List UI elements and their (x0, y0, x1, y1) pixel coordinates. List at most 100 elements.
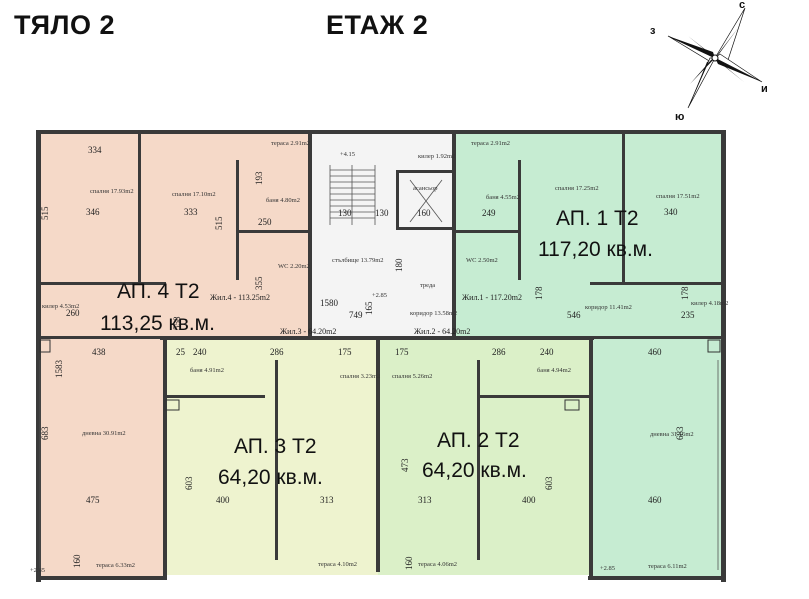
room-label: тераса 2.91m2 (471, 140, 510, 147)
dimension-label: 334 (88, 145, 102, 155)
room-label: WC 2.20m2 (278, 263, 310, 270)
dimension-label: 130 (375, 208, 389, 218)
room-label: спалня 5.26m2 (392, 373, 432, 380)
room-label: тераса 6.33m2 (96, 562, 135, 569)
walls (36, 130, 726, 582)
dimension-label: 250 (258, 217, 272, 227)
treda-label: треда (420, 282, 435, 289)
elevation-mark: +2.85 (30, 567, 45, 574)
dimension-labels: 334 346 333 515 515 250 193 355 260 438 … (40, 145, 695, 570)
dimension-label: 438 (92, 347, 106, 357)
dimension-label: 160 (417, 208, 431, 218)
dimension-label: 286 (492, 347, 506, 357)
ap1-title: АП. 1 Т2 (556, 207, 639, 230)
dimension-label: 313 (418, 495, 432, 505)
dimension-label: 1580 (320, 298, 339, 308)
zh4-label: Жил.4 - 113.25m2 (210, 293, 270, 302)
dimension-label: 235 (681, 310, 695, 320)
zh1-label: Жил.1 - 117.20m2 (462, 293, 522, 302)
elevation-mark: +4.15 (340, 151, 355, 158)
ap3-area-label: 64,20 кв.м. (218, 466, 323, 489)
compass-rose-icon: с з и ю (650, 0, 768, 123)
room-label: коридор 11.41m2 (585, 304, 632, 311)
dimension-label: 546 (567, 310, 581, 320)
dimension-label: 25 (176, 347, 186, 357)
dimension-label: 400 (216, 495, 230, 505)
dimension-label: 340 (664, 207, 678, 217)
ap3-title: АП. 3 Т2 (234, 435, 317, 458)
dimension-label: 558 (172, 316, 182, 330)
dimension-label: 180 (394, 258, 404, 272)
dimension-label: 160 (404, 556, 414, 570)
ap1-area (454, 132, 723, 578)
dimension-label: 165 (364, 301, 374, 315)
dimension-label: 683 (675, 426, 685, 440)
room-label: спалня 17.10m2 (172, 191, 216, 198)
dimension-label: 193 (254, 171, 264, 185)
room-label: тераса 4.10m2 (318, 561, 357, 568)
dimension-label: 286 (270, 347, 284, 357)
window-marks (39, 339, 721, 570)
floor-title: ЕТАЖ 2 (326, 10, 429, 40)
dimension-label: 603 (544, 476, 554, 490)
ap2-area-label: 64,20 кв.м. (422, 459, 527, 482)
compass-n: с (739, 0, 745, 11)
ap2-title: АП. 2 Т2 (437, 429, 520, 452)
stair-area (310, 132, 454, 338)
room-label: спалня 17.93m2 (90, 188, 134, 195)
dimension-label: 460 (648, 347, 662, 357)
compass-s: ю (675, 111, 684, 123)
dimension-label: 130 (338, 208, 352, 218)
dimension-label: 313 (320, 495, 334, 505)
dimension-label: 249 (482, 208, 496, 218)
room-label: спалня 17.51m2 (656, 193, 700, 200)
dimension-label: 1583 (54, 360, 64, 379)
room-label: тераса 6.11m2 (648, 563, 687, 570)
room-label: дневна 30.91m2 (82, 430, 126, 437)
ap4-area (38, 132, 310, 578)
compass-w: з (650, 25, 656, 37)
dimension-label: 473 (400, 458, 410, 472)
room-label: килер 4.18m2 (691, 300, 728, 307)
ap1-area-label: 117,20 кв.м. (538, 238, 653, 261)
block-title: ТЯЛО 2 (14, 10, 116, 40)
dimension-label: 355 (254, 276, 264, 290)
room-label: тераса 2.91m2 (271, 140, 310, 147)
room-label: асансьор (413, 185, 438, 192)
room-label: спалня 3.23m2 (340, 373, 380, 380)
stair-treads (329, 165, 443, 225)
dimension-label: 260 (66, 308, 80, 318)
room-label: баня 4.80m2 (266, 197, 300, 204)
room-label: килер 1.92m2 (418, 153, 455, 160)
room-label: баня 4.94m2 (537, 367, 571, 374)
compass-e: и (761, 83, 768, 95)
zh3-label: Жил.3 - 64.20m2 (280, 327, 336, 336)
dimension-label: 240 (193, 347, 207, 357)
room-label: коридор 13.58m2 (410, 310, 457, 317)
room-label: стълбище 13.79m2 (332, 257, 384, 264)
room-label: баня 4.91m2 (190, 367, 224, 374)
room-label: тераса 4.06m2 (418, 561, 457, 568)
dimension-label: 178 (680, 286, 690, 300)
room-label: дневна 31.16m2 (650, 431, 694, 438)
ap4-area-label: 113,25 кв.м. (100, 312, 215, 335)
dimension-label: 515 (214, 216, 224, 230)
dimension-label: 400 (522, 495, 536, 505)
elevation-mark: +2.85 (600, 565, 615, 572)
room-label: спалня 17.25m2 (555, 185, 599, 192)
room-label: баня 4.55m2 (486, 194, 520, 201)
dimension-label: 683 (40, 426, 50, 440)
dimension-label: 175 (395, 347, 409, 357)
elevation-mark: +2.85 (372, 292, 387, 299)
dimension-label: 175 (338, 347, 352, 357)
dimension-label: 475 (86, 495, 100, 505)
room-label: килер 4.53m2 (42, 303, 79, 310)
dimension-label: 749 (349, 310, 363, 320)
dimension-label: 178 (534, 286, 544, 300)
dimension-label: 515 (40, 206, 50, 220)
room-label: WC 2.50m2 (466, 257, 498, 264)
dimension-label: 346 (86, 207, 100, 217)
zh2-label: Жил.2 - 64.20m2 (414, 327, 470, 336)
dimension-label: 603 (184, 476, 194, 490)
